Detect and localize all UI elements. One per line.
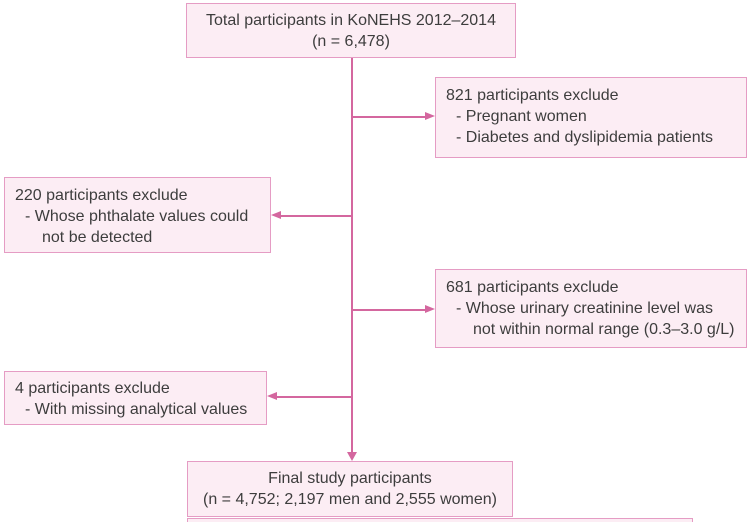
arrow-right-icon bbox=[425, 305, 435, 313]
exclude-4-heading: 4 participants exclude bbox=[15, 380, 170, 397]
branch-line-exclude-821 bbox=[352, 116, 425, 118]
arrow-left-icon bbox=[271, 211, 281, 219]
branch-line-exclude-220 bbox=[281, 215, 352, 217]
exclude-681-item-continued: not within normal range (0.3–3.0 g/L) bbox=[473, 321, 735, 338]
exclude-681-item: - Whose urinary creatinine level was bbox=[456, 300, 713, 317]
flow-spine-line bbox=[351, 58, 353, 452]
exclude-681-heading: 681 participants exclude bbox=[446, 279, 619, 296]
total-participants-count: (n = 6,478) bbox=[312, 32, 390, 50]
arrow-left-icon bbox=[267, 392, 277, 400]
exclude-821-item: - Pregnant women bbox=[456, 108, 587, 125]
exclude-220-item: - Whose phthalate values could bbox=[25, 208, 249, 225]
box-exclude-220: 220 participants exclude - Whose phthala… bbox=[4, 177, 271, 253]
arrow-right-icon bbox=[425, 112, 435, 120]
cropped-box-bottom-edge bbox=[187, 518, 693, 522]
box-exclude-4: 4 participants exclude - With missing an… bbox=[4, 371, 267, 425]
box-total-participants: Total participants in KoNEHS 2012–2014 (… bbox=[186, 3, 516, 58]
final-participants-title: Final study participants bbox=[268, 470, 432, 487]
exclude-220-heading: 220 participants exclude bbox=[15, 187, 188, 204]
exclude-4-item: - With missing analytical values bbox=[25, 401, 248, 418]
exclude-220-item-continued: not be detected bbox=[42, 229, 153, 246]
exclude-821-heading: 821 participants exclude bbox=[446, 87, 619, 104]
total-participants-title: Total participants in KoNEHS 2012–2014 bbox=[206, 11, 496, 29]
final-participants-count: (n = 4,752; 2,197 men and 2,555 women) bbox=[203, 491, 497, 508]
box-exclude-681: 681 participants exclude - Whose urinary… bbox=[435, 269, 747, 348]
branch-line-exclude-4 bbox=[277, 396, 352, 398]
box-exclude-821: 821 participants exclude - Pregnant wome… bbox=[435, 77, 747, 158]
branch-line-exclude-681 bbox=[352, 309, 425, 311]
box-final-participants: Final study participants (n = 4,752; 2,1… bbox=[187, 461, 513, 517]
arrow-down-icon bbox=[347, 452, 357, 461]
exclude-821-item: - Diabetes and dyslipidemia patients bbox=[456, 129, 714, 146]
